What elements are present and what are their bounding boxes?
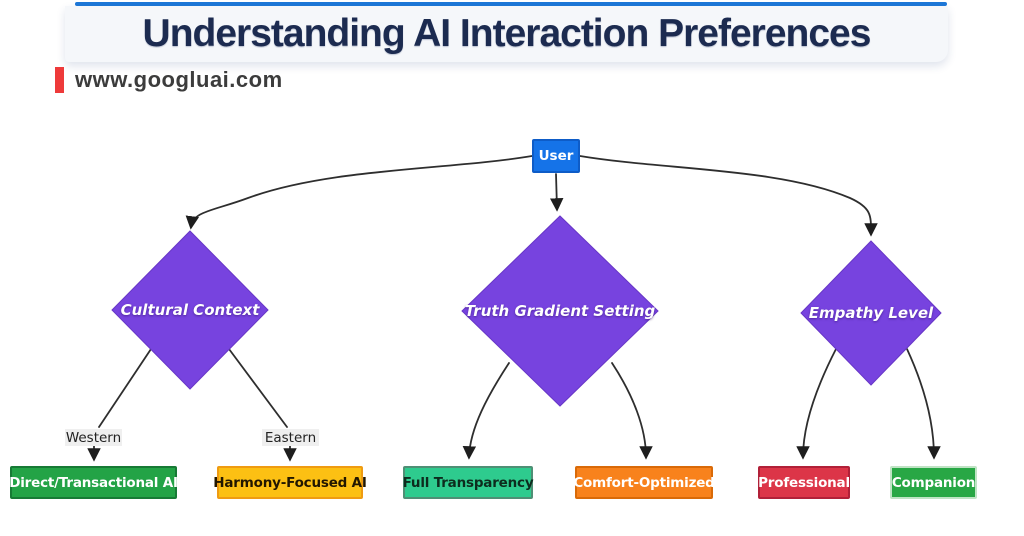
node-harmony-focused-ai: Harmony-Focused AI xyxy=(213,466,367,499)
source-row: www.googluai.com xyxy=(55,66,283,94)
decision-diamond-cultural xyxy=(111,230,269,390)
title-bar: Understanding AI Interaction Preferences xyxy=(65,6,948,62)
edge-user-cultural xyxy=(185,155,533,230)
edge-empathy-professional xyxy=(796,348,837,460)
node-companion: Companion xyxy=(890,466,977,499)
edge-user-truth xyxy=(549,173,564,212)
source-accent-bar xyxy=(55,67,64,93)
decision-diamond-truth xyxy=(461,215,659,407)
node-user: User xyxy=(532,139,580,173)
edge-user-empathy xyxy=(579,155,878,237)
node-direct-transactional-ai: Direct/Transactional AI xyxy=(9,466,178,499)
decision-label-empathy-level: Empathy Level xyxy=(808,304,934,322)
edge-label-western: Western xyxy=(65,429,122,446)
node-comfort-optimized: Comfort-Optimized xyxy=(573,466,715,499)
edge-truth-transparency xyxy=(462,362,510,460)
source-url: www.googluai.com xyxy=(75,67,283,92)
node-full-transparency: Full Transparency xyxy=(403,466,534,499)
decision-diamond-empathy xyxy=(800,240,942,386)
page-title: Understanding AI Interaction Preferences xyxy=(142,12,872,55)
header-accent-rule xyxy=(75,2,947,6)
edge-cultural-eastern-upper xyxy=(228,348,288,428)
edge-cultural-western-upper xyxy=(98,348,152,428)
decision-label-cultural-context: Cultural Context xyxy=(120,301,260,319)
node-professional: Professional xyxy=(758,466,850,499)
edge-label-eastern: Eastern xyxy=(262,429,319,446)
decision-label-truth-gradient-setting: Truth Gradient Setting xyxy=(464,302,656,320)
edge-empathy-companion xyxy=(906,348,941,460)
edge-truth-comfort xyxy=(611,362,653,460)
